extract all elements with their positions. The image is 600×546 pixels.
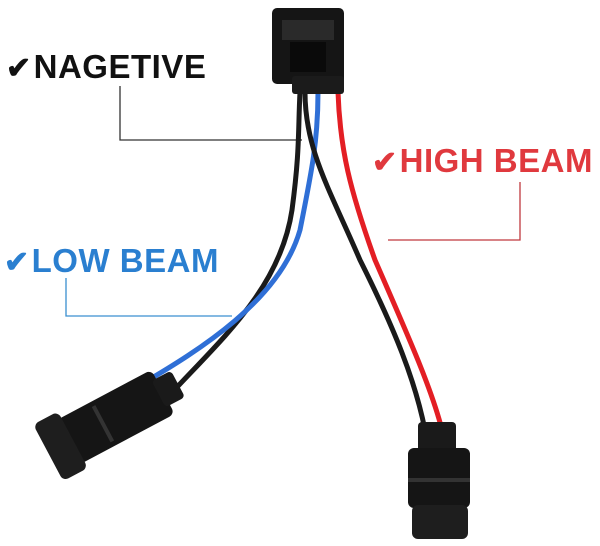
check-icon: ✔ [6,52,32,85]
black-wire-right [302,91,428,431]
check-icon: ✔ [372,146,398,179]
low-beam-connector [35,371,184,480]
top-connector [272,8,344,94]
high-beam-label-text: HIGH BEAM [399,142,593,179]
low-beam-leader-line [65,278,232,317]
low-beam-label: ✔LOW BEAM [4,244,219,278]
negative-label-text: NAGETIVE [33,48,207,85]
high-beam-connector [408,422,470,539]
check-icon: ✔ [4,246,30,279]
low-beam-label-text: LOW BEAM [31,242,219,279]
black-wire-left [163,91,303,402]
negative-label: ✔NAGETIVE [6,50,206,84]
high-beam-label: ✔HIGH BEAM [372,144,593,178]
red-wire [335,91,445,431]
blue-wire [138,91,321,388]
negative-leader-line [119,86,302,141]
high-beam-leader-line [388,182,521,241]
